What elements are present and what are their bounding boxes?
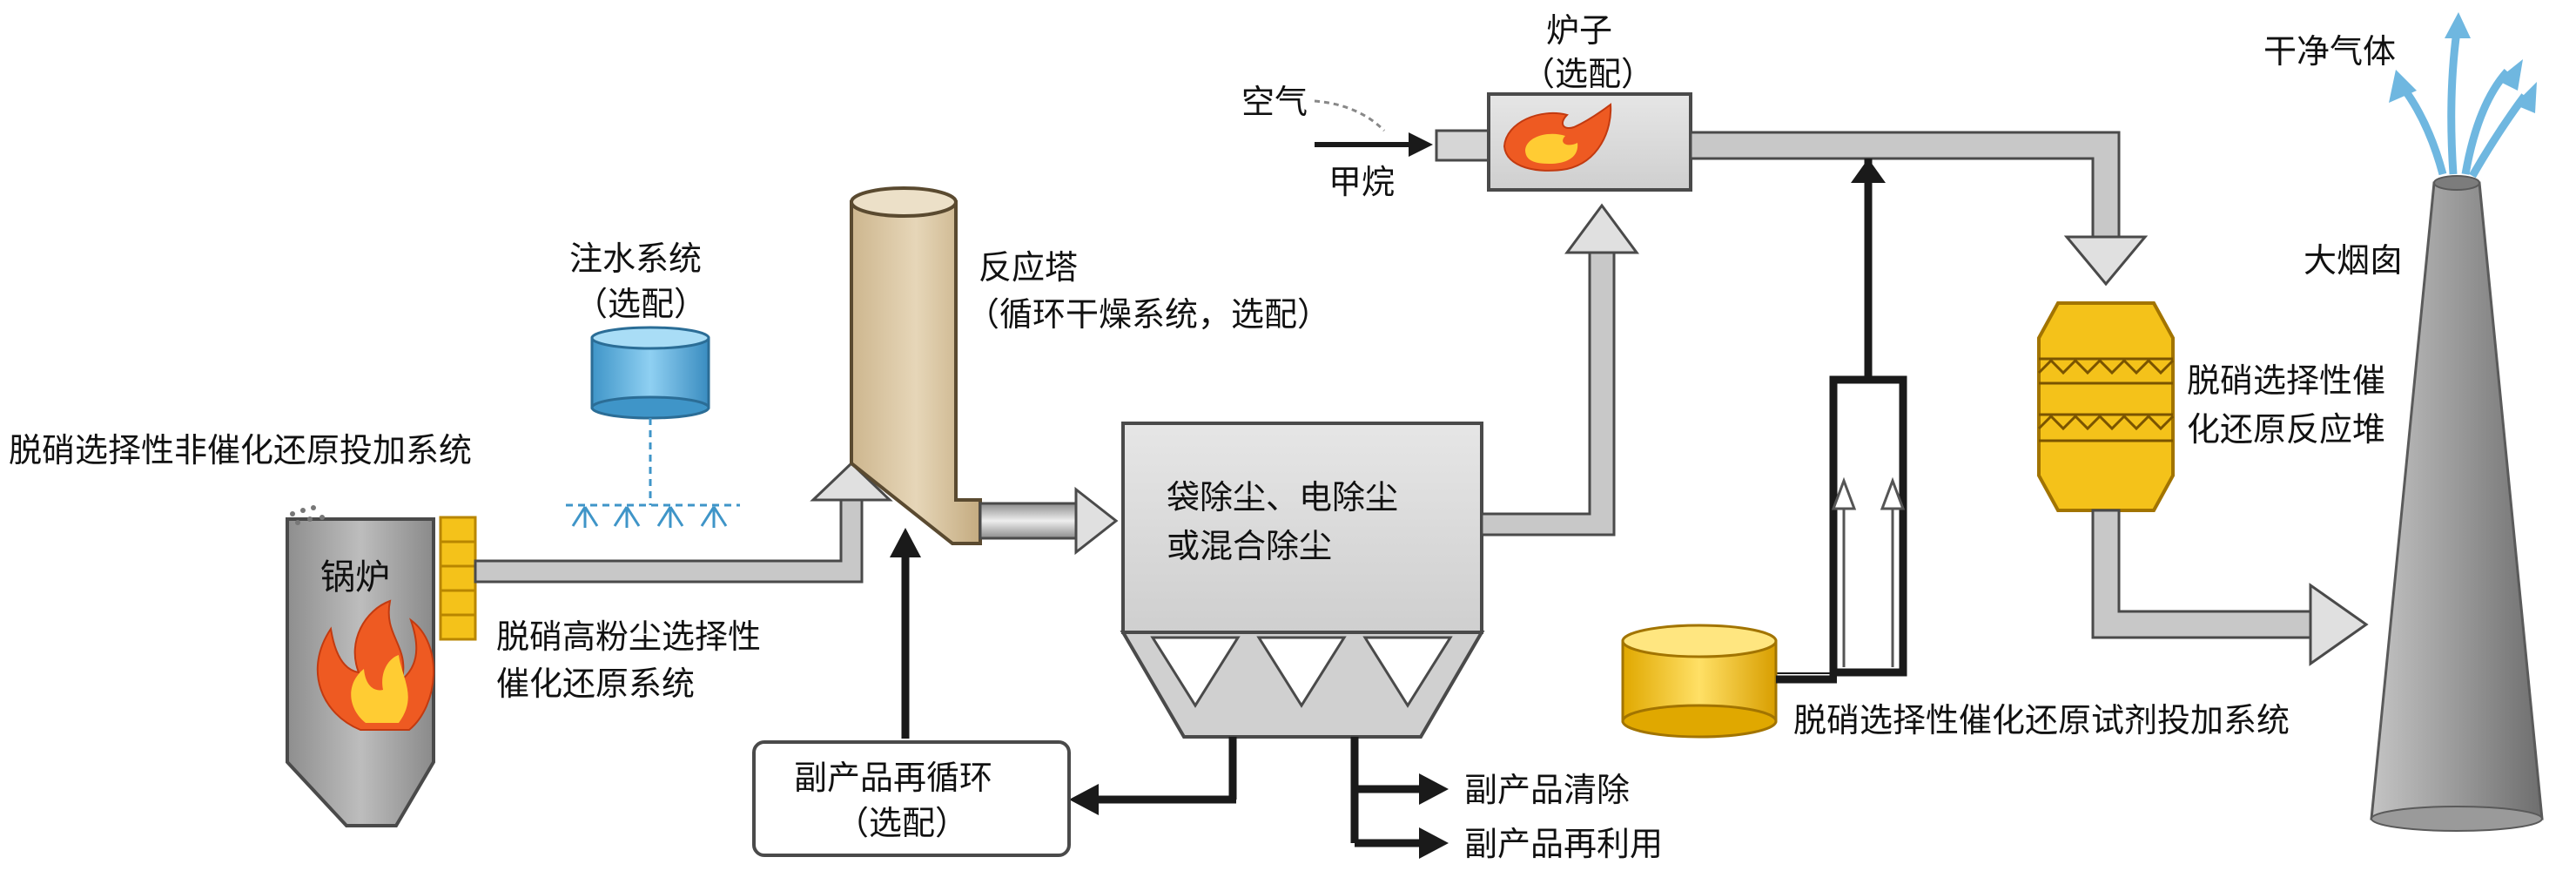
dust-removal-label-2: 或混合除尘 bbox=[1167, 527, 1332, 565]
recycle-arrow-into-tower bbox=[890, 528, 921, 739]
dust-removal-label-1: 袋除尘、电除尘 bbox=[1167, 478, 1398, 516]
dust-collector: 袋除尘、电除尘 或混合除尘 bbox=[1120, 422, 1485, 739]
scr-reactor-label-1: 脱硝选择性催 bbox=[2187, 361, 2385, 400]
boiler: 锅炉 bbox=[286, 505, 435, 827]
reagent-tank bbox=[1621, 624, 1837, 739]
spray-nozzle-icons bbox=[571, 506, 728, 528]
reactor-tower-label: 反应塔 bbox=[979, 248, 1078, 287]
duct-scr-to-chimney bbox=[2091, 509, 2369, 666]
high-dust-scr-module bbox=[439, 516, 477, 641]
reagent-lines bbox=[1776, 159, 1907, 677]
boiler-label: 锅炉 bbox=[320, 557, 390, 597]
duct-tower-to-collector bbox=[979, 486, 1119, 556]
fuel-inputs: 空气 甲烷 bbox=[1241, 83, 1433, 201]
byproduct-clear-label: 副产品清除 bbox=[1464, 771, 1630, 809]
chimney: 大烟囱 bbox=[2304, 175, 2544, 832]
byproduct-recycle-optional: （选配） bbox=[836, 804, 968, 842]
furnace: 炉子 （选配） bbox=[1435, 11, 1692, 192]
clean-gas-arrows-icon bbox=[2399, 30, 2528, 179]
water-injection-optional: （选配） bbox=[575, 285, 707, 323]
reagent-flow-arrows bbox=[1831, 476, 1906, 667]
reactor-tower: 反应塔 （循环干燥系统，选配） bbox=[850, 186, 1330, 545]
byproduct-recycle-label: 副产品再循环 bbox=[794, 759, 992, 797]
byproduct-recycle-box: 副产品再循环 （选配） bbox=[752, 740, 1071, 857]
duct-furnace-to-scr bbox=[1689, 131, 2149, 287]
water-injection-label: 注水系统 bbox=[569, 240, 702, 278]
clean-gas-label: 干净气体 bbox=[2263, 32, 2396, 71]
high-dust-scr-label-2: 催化还原系统 bbox=[496, 665, 695, 703]
methane-label: 甲烷 bbox=[1328, 163, 1395, 201]
catalyst-layers bbox=[2037, 357, 2175, 442]
high-dust-scr-label-1: 脱硝高粉尘选择性 bbox=[496, 618, 761, 656]
furnace-label: 炉子 bbox=[1546, 11, 1612, 50]
sncr-system-label: 脱硝选择性非催化还原投加系统 bbox=[9, 431, 472, 469]
chimney-label: 大烟囱 bbox=[2304, 241, 2403, 280]
collector-hoppers bbox=[1150, 636, 1453, 708]
scr-reactor: 脱硝选择性催 化还原反应堆 bbox=[2037, 301, 2385, 512]
furnace-flame-icon bbox=[1503, 103, 1612, 172]
sncr-injection-icon bbox=[290, 505, 325, 525]
reactor-tower-note: （循环干燥系统，选配） bbox=[966, 295, 1330, 334]
water-injection-system: 注水系统 （选配） bbox=[566, 240, 740, 528]
scr-reactor-label-2: 化还原反应堆 bbox=[2187, 410, 2385, 449]
byproduct-reuse-label: 副产品再利用 bbox=[1464, 825, 1663, 863]
air-label: 空气 bbox=[1241, 83, 1308, 121]
byproduct-lines bbox=[1069, 737, 1449, 859]
duct-boiler-to-tower bbox=[474, 461, 893, 584]
duct-collector-to-furnace bbox=[1480, 203, 1639, 537]
scr-reagent-system-label: 脱硝选择性催化还原试剂投加系统 bbox=[1793, 701, 2290, 739]
clean-gas-arrowheads bbox=[2389, 12, 2537, 113]
furnace-optional: （选配） bbox=[1522, 55, 1654, 93]
boiler-flame-icon bbox=[316, 599, 435, 731]
